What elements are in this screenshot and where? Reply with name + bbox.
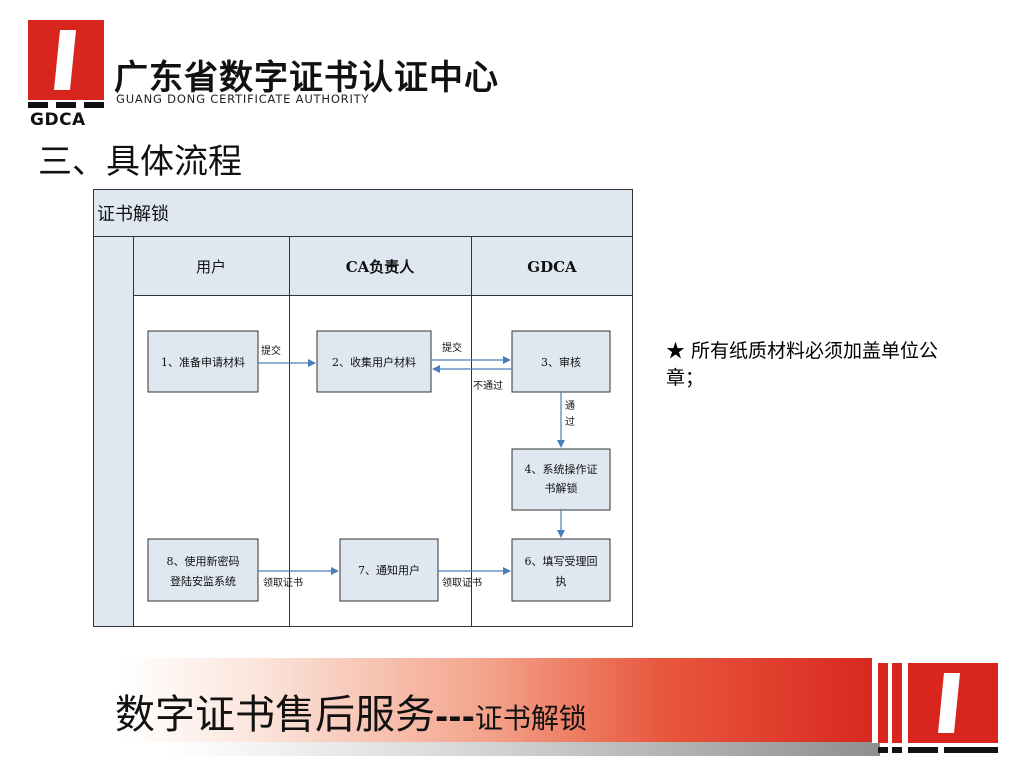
step-2-label: 2、收集用户材料 (332, 355, 416, 369)
footer-gray-line (170, 742, 880, 756)
step-6-box: 6、填写受理回 执 (511, 538, 611, 602)
footer-title-main: 数字证书售后服务 (115, 692, 435, 738)
step-1-box: 1、准备申请材料 (147, 330, 259, 393)
footer-title-sub: 证书解锁 (474, 702, 587, 735)
lane-header-user (133, 236, 290, 296)
step-6-label-line2: 执 (556, 574, 567, 588)
step-4-box: 4、系统操作证 书解锁 (511, 448, 611, 511)
edge-label-submit-2: 提交 (442, 341, 462, 354)
step-8-label-line1: 8、使用新密码 (167, 554, 240, 568)
edge-label-submit-1: 提交 (261, 344, 281, 357)
edge-label-pass-1: 通 (565, 400, 575, 412)
unlock-flow-diagram: 证书解锁 用户 CA负责人 GDCA 1、准备申请材料 2、收集用户材料 3、审… (93, 189, 633, 627)
edge-label-pass-2: 过 (565, 415, 575, 428)
footer-logo-mark (872, 657, 1004, 753)
lane-label-gdca: GDCA (527, 258, 577, 276)
gdca-logo: 广东省数字证书认证中心 GUANG DONG CERTIFICATE AUTHO… (28, 20, 498, 130)
left-spacer-column (93, 236, 134, 627)
footer-title: 数字证书售后服务---证书解锁 (115, 682, 587, 740)
logo-abbreviation: GDCA (30, 110, 86, 130)
edge-label-receive-1: 领取证书 (263, 576, 303, 589)
edge-label-reject: 不通过 (473, 379, 503, 392)
edge-label-receive-2: 领取证书 (442, 576, 482, 589)
step-2-box: 2、收集用户材料 (316, 330, 432, 393)
diagram-title: 证书解锁 (97, 204, 169, 225)
lane-label-user: 用户 (196, 258, 226, 276)
step-1-label: 1、准备申请材料 (161, 355, 245, 369)
lane-label-ca: CA负责人 (346, 258, 416, 276)
logo-chinese-name: 广东省数字证书认证中心 (114, 58, 499, 98)
lane-header-gdca (471, 236, 633, 296)
footer-gradient-band (0, 658, 880, 742)
step-7-box: 7、通知用户 (339, 538, 439, 602)
logo-english-name: GUANG DONG CERTIFICATE AUTHORITY (116, 92, 370, 106)
step-4-label-line2: 书解锁 (545, 481, 578, 495)
note-text: ★ 所有纸质材料必须加盖单位公章； (666, 340, 939, 389)
step-8-label-line2: 登陆安监系统 (170, 574, 236, 588)
step-6-label-line1: 6、填写受理回 (525, 554, 598, 568)
step-3-label: 3、审核 (541, 355, 581, 369)
lane-header-ca (289, 236, 472, 296)
gdca-logo-mark (28, 20, 104, 108)
diagram-title-bar (93, 189, 633, 237)
step-8-box: 8、使用新密码 登陆安监系统 (147, 538, 259, 602)
section-title: 三、具体流程 (38, 142, 242, 182)
step-4-label-line1: 4、系统操作证 (525, 462, 598, 476)
step-7-label: 7、通知用户 (358, 563, 420, 577)
step-3-box: 3、审核 (511, 330, 611, 393)
footer-title-dash: --- (435, 698, 475, 736)
